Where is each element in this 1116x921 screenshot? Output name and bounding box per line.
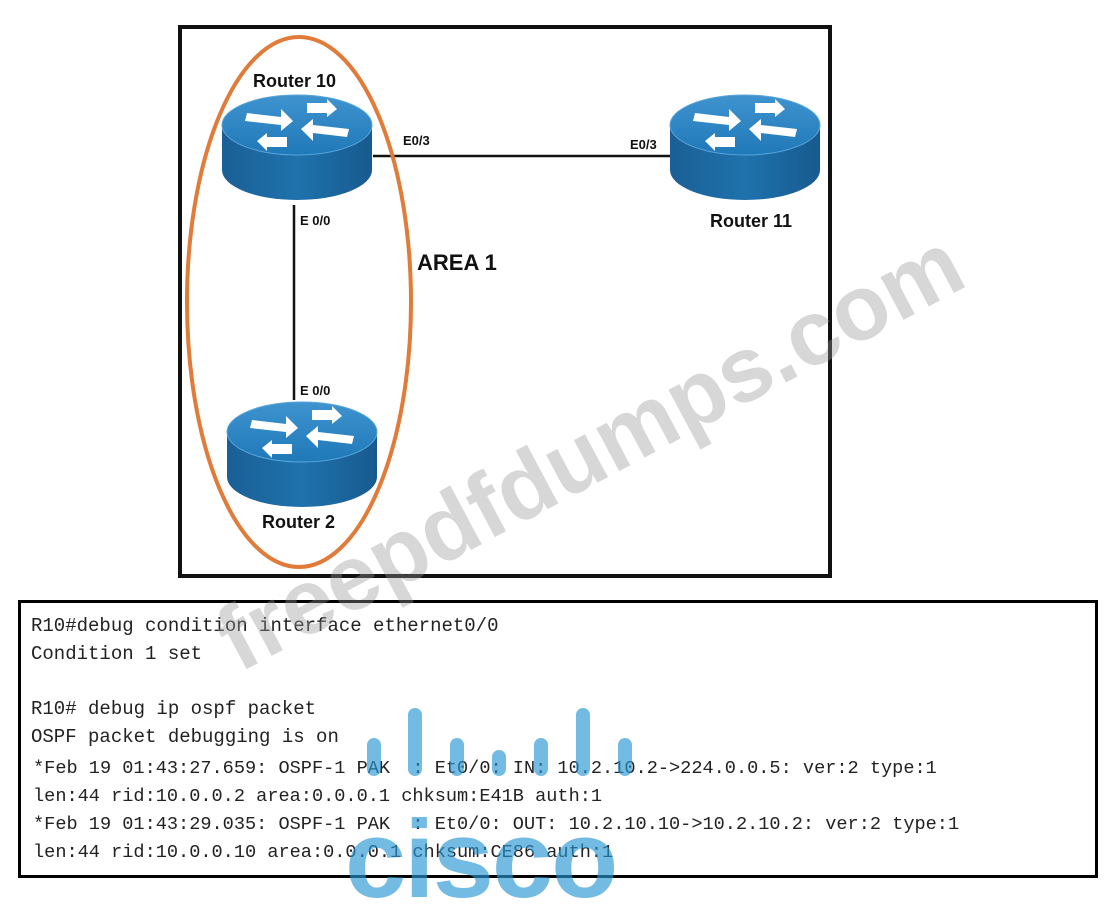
console-line: *Feb 19 01:43:29.035: OSPF-1 PAK : Et0/0…: [33, 814, 960, 835]
router-2-icon: [226, 401, 378, 508]
area-1-outline: [185, 35, 413, 569]
r11-e03-label: E0/3: [630, 137, 657, 152]
console-line: *Feb 19 01:43:27.659: OSPF-1 PAK : Et0/0…: [33, 758, 937, 779]
debug-output-panel: R10#debug condition interface ethernet0/…: [18, 600, 1098, 878]
console-line: len:44 rid:10.0.0.2 area:0.0.0.1 chksum:…: [33, 786, 603, 807]
r10-e03-label: E0/3: [403, 133, 430, 148]
router-11-label: Router 11: [710, 211, 793, 231]
r2-e00-label: E 0/0: [300, 383, 331, 398]
router-2-label: Router 2: [262, 512, 336, 532]
r10-e00-label: E 0/0: [300, 213, 331, 228]
console-line: R10#debug condition interface ethernet0/…: [31, 615, 499, 637]
router-10-icon: [221, 94, 373, 201]
router-10-label: Router 10: [253, 71, 337, 91]
router-11-icon: [669, 94, 821, 201]
console-line: Condition 1 set: [31, 643, 203, 665]
console-line: len:44 rid:10.0.0.10 area:0.0.0.1 chksum…: [33, 842, 614, 863]
console-line: OSPF packet debugging is on: [31, 726, 339, 748]
console-line: R10# debug ip ospf packet: [31, 698, 317, 720]
area-1-label: AREA 1: [417, 250, 497, 275]
network-topology: [178, 25, 832, 578]
